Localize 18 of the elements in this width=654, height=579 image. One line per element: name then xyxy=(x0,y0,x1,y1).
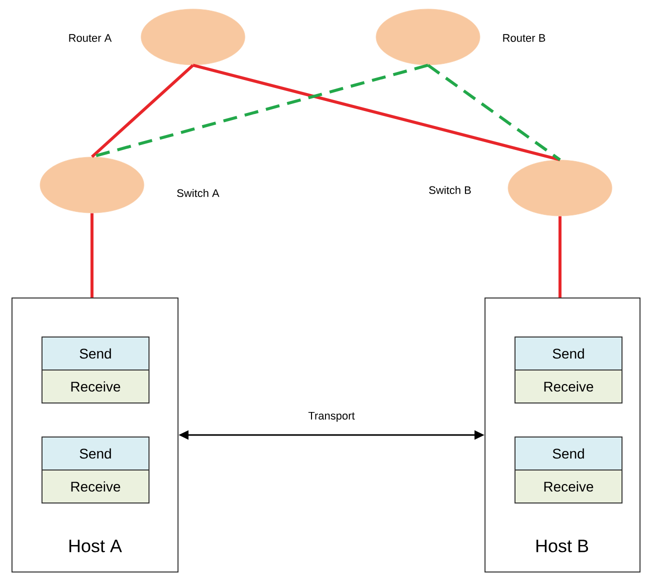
edge-label: Transport xyxy=(307,410,356,423)
cell: Send xyxy=(42,436,150,470)
cell: Receive xyxy=(42,370,150,404)
cell: Send xyxy=(42,336,150,370)
node-label: Switch A xyxy=(177,188,220,198)
cell: Receive xyxy=(514,470,622,504)
cell: Send xyxy=(514,336,622,370)
cell: Send xyxy=(514,436,622,470)
cell: Receive xyxy=(514,370,622,404)
connector xyxy=(558,216,562,298)
connector xyxy=(91,64,194,158)
node-label: Router A xyxy=(69,34,112,42)
connector xyxy=(427,64,561,162)
connector xyxy=(90,213,94,298)
node-label: Router B xyxy=(503,34,546,42)
cell: Receive xyxy=(42,470,150,504)
node-label: Switch B xyxy=(429,186,471,194)
connector xyxy=(192,64,560,162)
